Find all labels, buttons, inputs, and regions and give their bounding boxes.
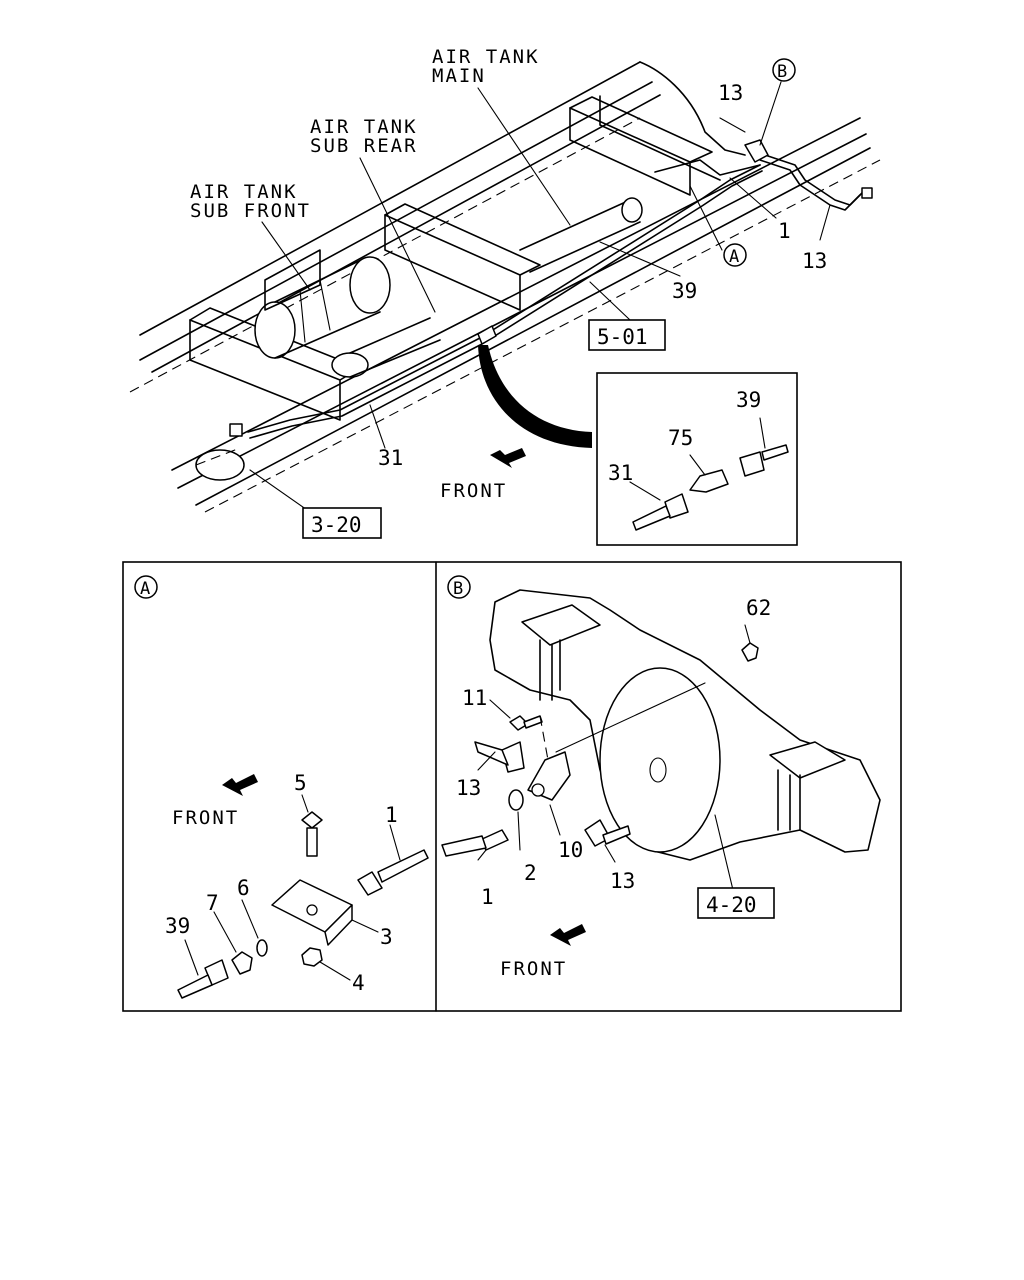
panel-a-part-5: 5 [294, 771, 307, 795]
panel-a-part-39: 39 [165, 914, 190, 938]
svg-text:A: A [729, 247, 739, 267]
part-13-upper: 13 [718, 81, 743, 105]
joint-inset [596, 372, 798, 546]
ref-box-5-01[interactable]: 5-01 [588, 319, 666, 351]
part-31-top: 31 [378, 446, 403, 470]
callout-air-tank-sub-rear-line2: SUB REAR [310, 135, 418, 157]
callout-air-tank-sub-front-line1: AIR TANK [190, 181, 298, 203]
svg-text:5-01: 5-01 [597, 325, 648, 349]
callout-air-tank-sub-rear-line1: AIR TANK [310, 116, 418, 138]
panel-b-part-13-lower: 13 [610, 869, 635, 893]
inset-part-75: 75 [668, 426, 693, 450]
panel-b-part-2: 2 [524, 861, 537, 885]
detail-panel-b: B [441, 575, 881, 980]
marker-b-top: B [772, 58, 796, 82]
svg-text:3-20: 3-20 [311, 513, 362, 537]
panel-a-part-3: 3 [380, 925, 393, 949]
callout-air-tank-sub-front-line2: SUB FRONT [190, 200, 311, 222]
part-39-top: 39 [672, 279, 697, 303]
panel-a-part-6: 6 [237, 876, 250, 900]
svg-text:B: B [777, 62, 787, 82]
panel-b-part-11: 11 [462, 686, 487, 710]
ref-box-3-20[interactable]: 3-20 [302, 507, 382, 539]
detail-panels-frame [122, 561, 902, 1012]
transfer-arrow [478, 345, 592, 448]
air-tank-sub [254, 249, 441, 378]
part-1-top: 1 [778, 219, 791, 243]
marker-a-top: A [723, 243, 747, 267]
svg-text:4-20: 4-20 [706, 893, 757, 917]
panel-b-part-13-upper: 13 [456, 776, 481, 800]
panel-b-front-label: FRONT [500, 958, 567, 980]
panel-a-marker: A [140, 579, 150, 599]
inset-part-31: 31 [608, 461, 633, 485]
panel-b-marker: B [453, 579, 463, 599]
ref-box-4-20[interactable]: 4-20 [697, 887, 775, 919]
front-arrow-top [490, 448, 526, 468]
pipe-31-39 [195, 164, 763, 481]
pipe-13 [639, 61, 873, 211]
inset-part-39: 39 [736, 388, 761, 412]
leader-lines-top [249, 81, 831, 513]
air-tank-main [519, 197, 643, 273]
detail-panel-a: A FRONT [134, 575, 429, 999]
callout-air-tank-main-line2: MAIN [432, 65, 486, 87]
part-13-lower: 13 [802, 249, 827, 273]
panel-b-part-1: 1 [481, 885, 494, 909]
panel-b-part-10: 10 [558, 838, 583, 862]
panel-b-part-62: 62 [746, 596, 771, 620]
panel-a-part-1: 1 [385, 803, 398, 827]
panel-a-front-label: FRONT [172, 807, 239, 829]
panel-a-part-4: 4 [352, 971, 365, 995]
panel-a-part-7: 7 [206, 891, 219, 915]
front-label-top: FRONT [440, 480, 507, 502]
callout-air-tank-main-line1: AIR TANK [432, 46, 540, 68]
